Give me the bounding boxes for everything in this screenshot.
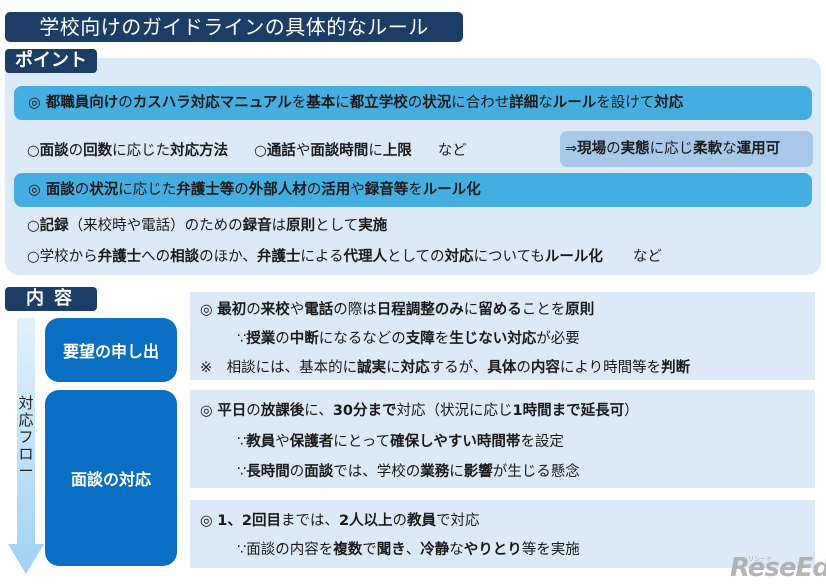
- point-item-limit: ○通話や面談時間に上限: [254, 143, 412, 159]
- watermark-logo: ReseEd: [730, 553, 826, 583]
- detail-line: ∵長時間の面談では、学校の業務に影響が生じる懸念: [237, 464, 580, 480]
- watermark-ruby: リシード: [748, 556, 773, 563]
- point-detail-lawyer: ○学校から弁護士への相談のほか、弁護士による代理人としての対応についてもルール化…: [27, 246, 662, 268]
- point-detail-recording: ○記録（来校時や電話）のための録音は原則として実施: [27, 218, 388, 234]
- point-suffix: など: [632, 249, 662, 265]
- point-detail-methods: ○面談の回数に応じた対応方法 ○通話や面談時間に上限 など: [27, 140, 467, 162]
- step-meeting: 面談の対応: [45, 390, 177, 566]
- point-headline-2: ◎ 面談の状況に応じた弁護士等の外部人材の活用や録音等をルール化: [14, 173, 812, 207]
- detail-meeting-time: ◎ 平日の放課後に、30分まで対応（状況に応じ1時間まで延長可） ∵教員や保護者…: [190, 390, 815, 488]
- point-item-count: ○面談の回数に応じた対応方法: [27, 143, 229, 159]
- point-suffix: など: [437, 143, 467, 159]
- detail-line: ∵授業の中断になるなどの支障を生じない対応が必要: [237, 331, 580, 347]
- detail-request: ◎ 最初の来校や電話の際は日程調整のみに留めることを原則 ∵授業の中断になるなど…: [190, 292, 815, 380]
- detail-line: ◎ 平日の放課後に、30分まで対応（状況に応じ1時間まで延長可）: [200, 403, 639, 419]
- flexible-operation-note: ⇒現場の実態に応じ柔軟な運用可: [560, 131, 813, 167]
- flow-label: 対 応 フ ロ ー: [18, 394, 34, 480]
- section-tab-point: ポイント: [5, 49, 97, 73]
- point-lawyer-text: ○学校から弁護士への相談のほか、弁護士による代理人としての対応についてもルール化: [27, 249, 603, 265]
- page-title: 学校向けのガイドラインの具体的なルール: [5, 12, 463, 42]
- detail-line: ∵面談の内容を複数で聞き、冷静なやりとり等を実施: [237, 542, 580, 558]
- detail-line: ∵教員や保護者にとって確保しやすい時間帯を設定: [237, 434, 564, 450]
- section-tab-content: 内容: [5, 287, 97, 311]
- flow-down-arrow-icon: [8, 318, 44, 574]
- detail-line: ※ 相談には、基本的に誠実に対応するが、具体の内容により時間等を判断: [200, 360, 691, 376]
- detail-line: ◎ 最初の来校や電話の際は日程調整のみに留めることを原則: [200, 302, 595, 318]
- detail-meeting-staff: ◎ 1、2回目までは、2人以上の教員で対応 ∵面談の内容を複数で聞き、冷静なやり…: [190, 500, 815, 568]
- step-request: 要望の申し出: [45, 318, 177, 382]
- detail-line: ◎ 1、2回目までは、2人以上の教員で対応: [200, 513, 480, 529]
- point-headline-1: ◎ 都職員向けのカスハラ対応マニュアルを基本に都立学校の状況に合わせ詳細なルール…: [14, 86, 812, 120]
